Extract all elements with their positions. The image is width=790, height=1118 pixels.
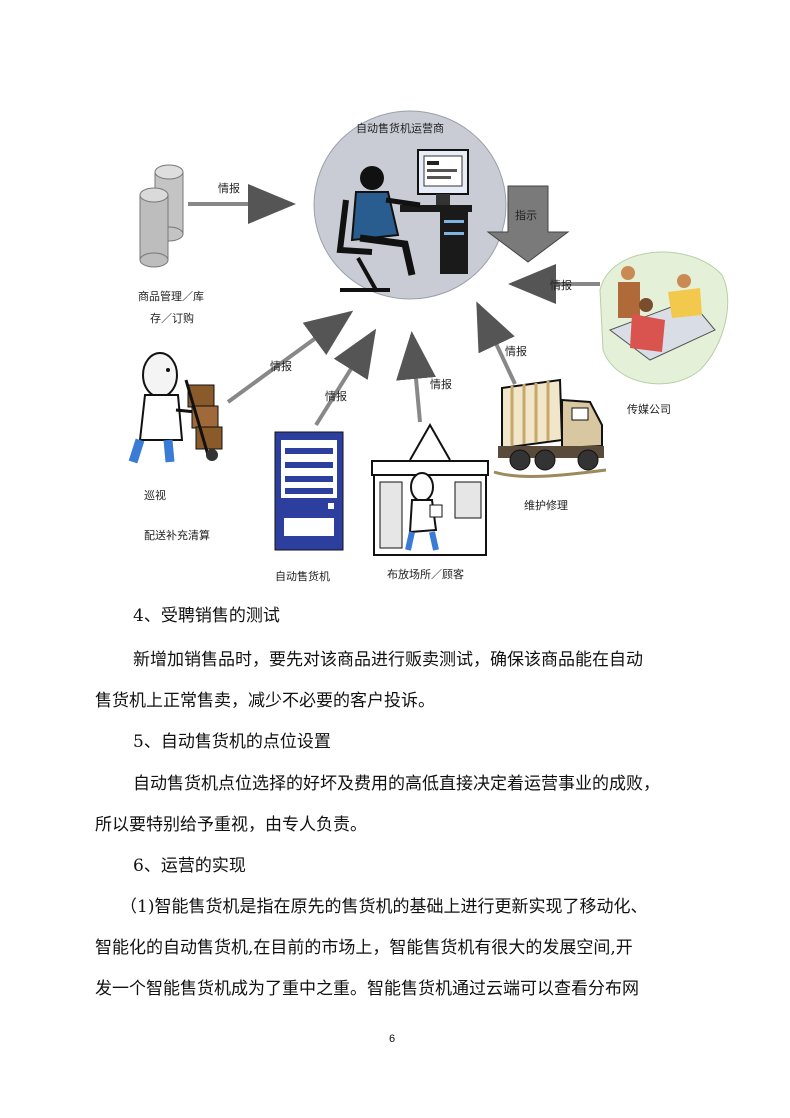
media-label: 传媒公司 [627,403,671,416]
section-heading-4: 4、受聘销售的测试 [133,606,280,626]
delivery-person-icon [128,352,223,464]
operator-person-icon [336,166,421,292]
arrow-patrol-to-operator [226,310,354,404]
vending-machine-label: 自动售货机 [275,569,330,583]
arrow-label-media: 情报 [550,278,572,292]
operator-label: 自动售货机运营商 [356,121,444,135]
vending-machine-icon [274,431,344,551]
paragraph-6-line-1: （1)智能售货机是指在原先的售货机的基础上进行更新实现了移动化、 [120,897,648,917]
paragraph-6-line-3: 发一个智能售货机成为了重中之重。智能售货机通过云端可以查看分布网 [95,979,639,999]
arrow-label-inventory: 情报 [218,181,240,195]
maintenance-truck-icon [493,378,607,478]
store-building-icon [371,422,489,556]
section-heading-6: 6、运营的实现 [133,856,246,876]
monitor-icon [417,149,469,205]
paragraph-4-line-2: 售货机上正常售卖，减少不必要的客户投诉。 [95,691,435,711]
delivery-label: 配送补充清算 [144,528,210,542]
operator-node [313,110,507,300]
arrow-venue-to-operator [396,331,436,423]
paragraph-5-line-1: 自动售货机点位选择的好坏及费用的高低直接决定着运营事业的成败， [133,774,660,794]
page-number: 6 [389,1033,396,1045]
paragraph-6-line-2: 智能化的自动售货机,在目前的市场上，智能售货机有很大的发展空间,开 [95,938,633,958]
arrow-label-vending: 情报 [325,389,347,403]
venue-label: 布放场所／顾客 [387,567,464,581]
patrol-label: 巡视 [144,488,166,502]
paragraph-4-line-1: 新增加销售品时，要先对该商品进行贩卖测试，确保该商品能在自动 [133,650,643,670]
media-meeting-icon [599,251,729,385]
arrow-label-maintenance: 情报 [505,344,527,358]
instruction-arrow [486,185,570,263]
section-heading-5: 5、自动售货机的点位设置 [133,732,331,752]
database-cylinders-icon [139,164,184,268]
arrow-label-instruction: 指示 [515,208,537,222]
arrow-label-patrol: 情报 [270,359,292,373]
paragraph-5-line-2: 所以要特别给予重视，由专人负责。 [95,815,367,835]
maintenance-label: 维护修理 [524,498,568,512]
inventory-label-line1: 商品管理／库 [138,289,204,303]
arrow-vending-to-operator [314,328,377,427]
inventory-label-line2: 存／订购 [150,311,194,325]
arrow-label-venue: 情报 [430,377,452,391]
operations-diagram: 自动售货机运营商 商品管理／库 存／订购 情报 指示 传媒公司 情报 [128,110,729,583]
arrow-maintenance-to-operator [476,301,517,385]
